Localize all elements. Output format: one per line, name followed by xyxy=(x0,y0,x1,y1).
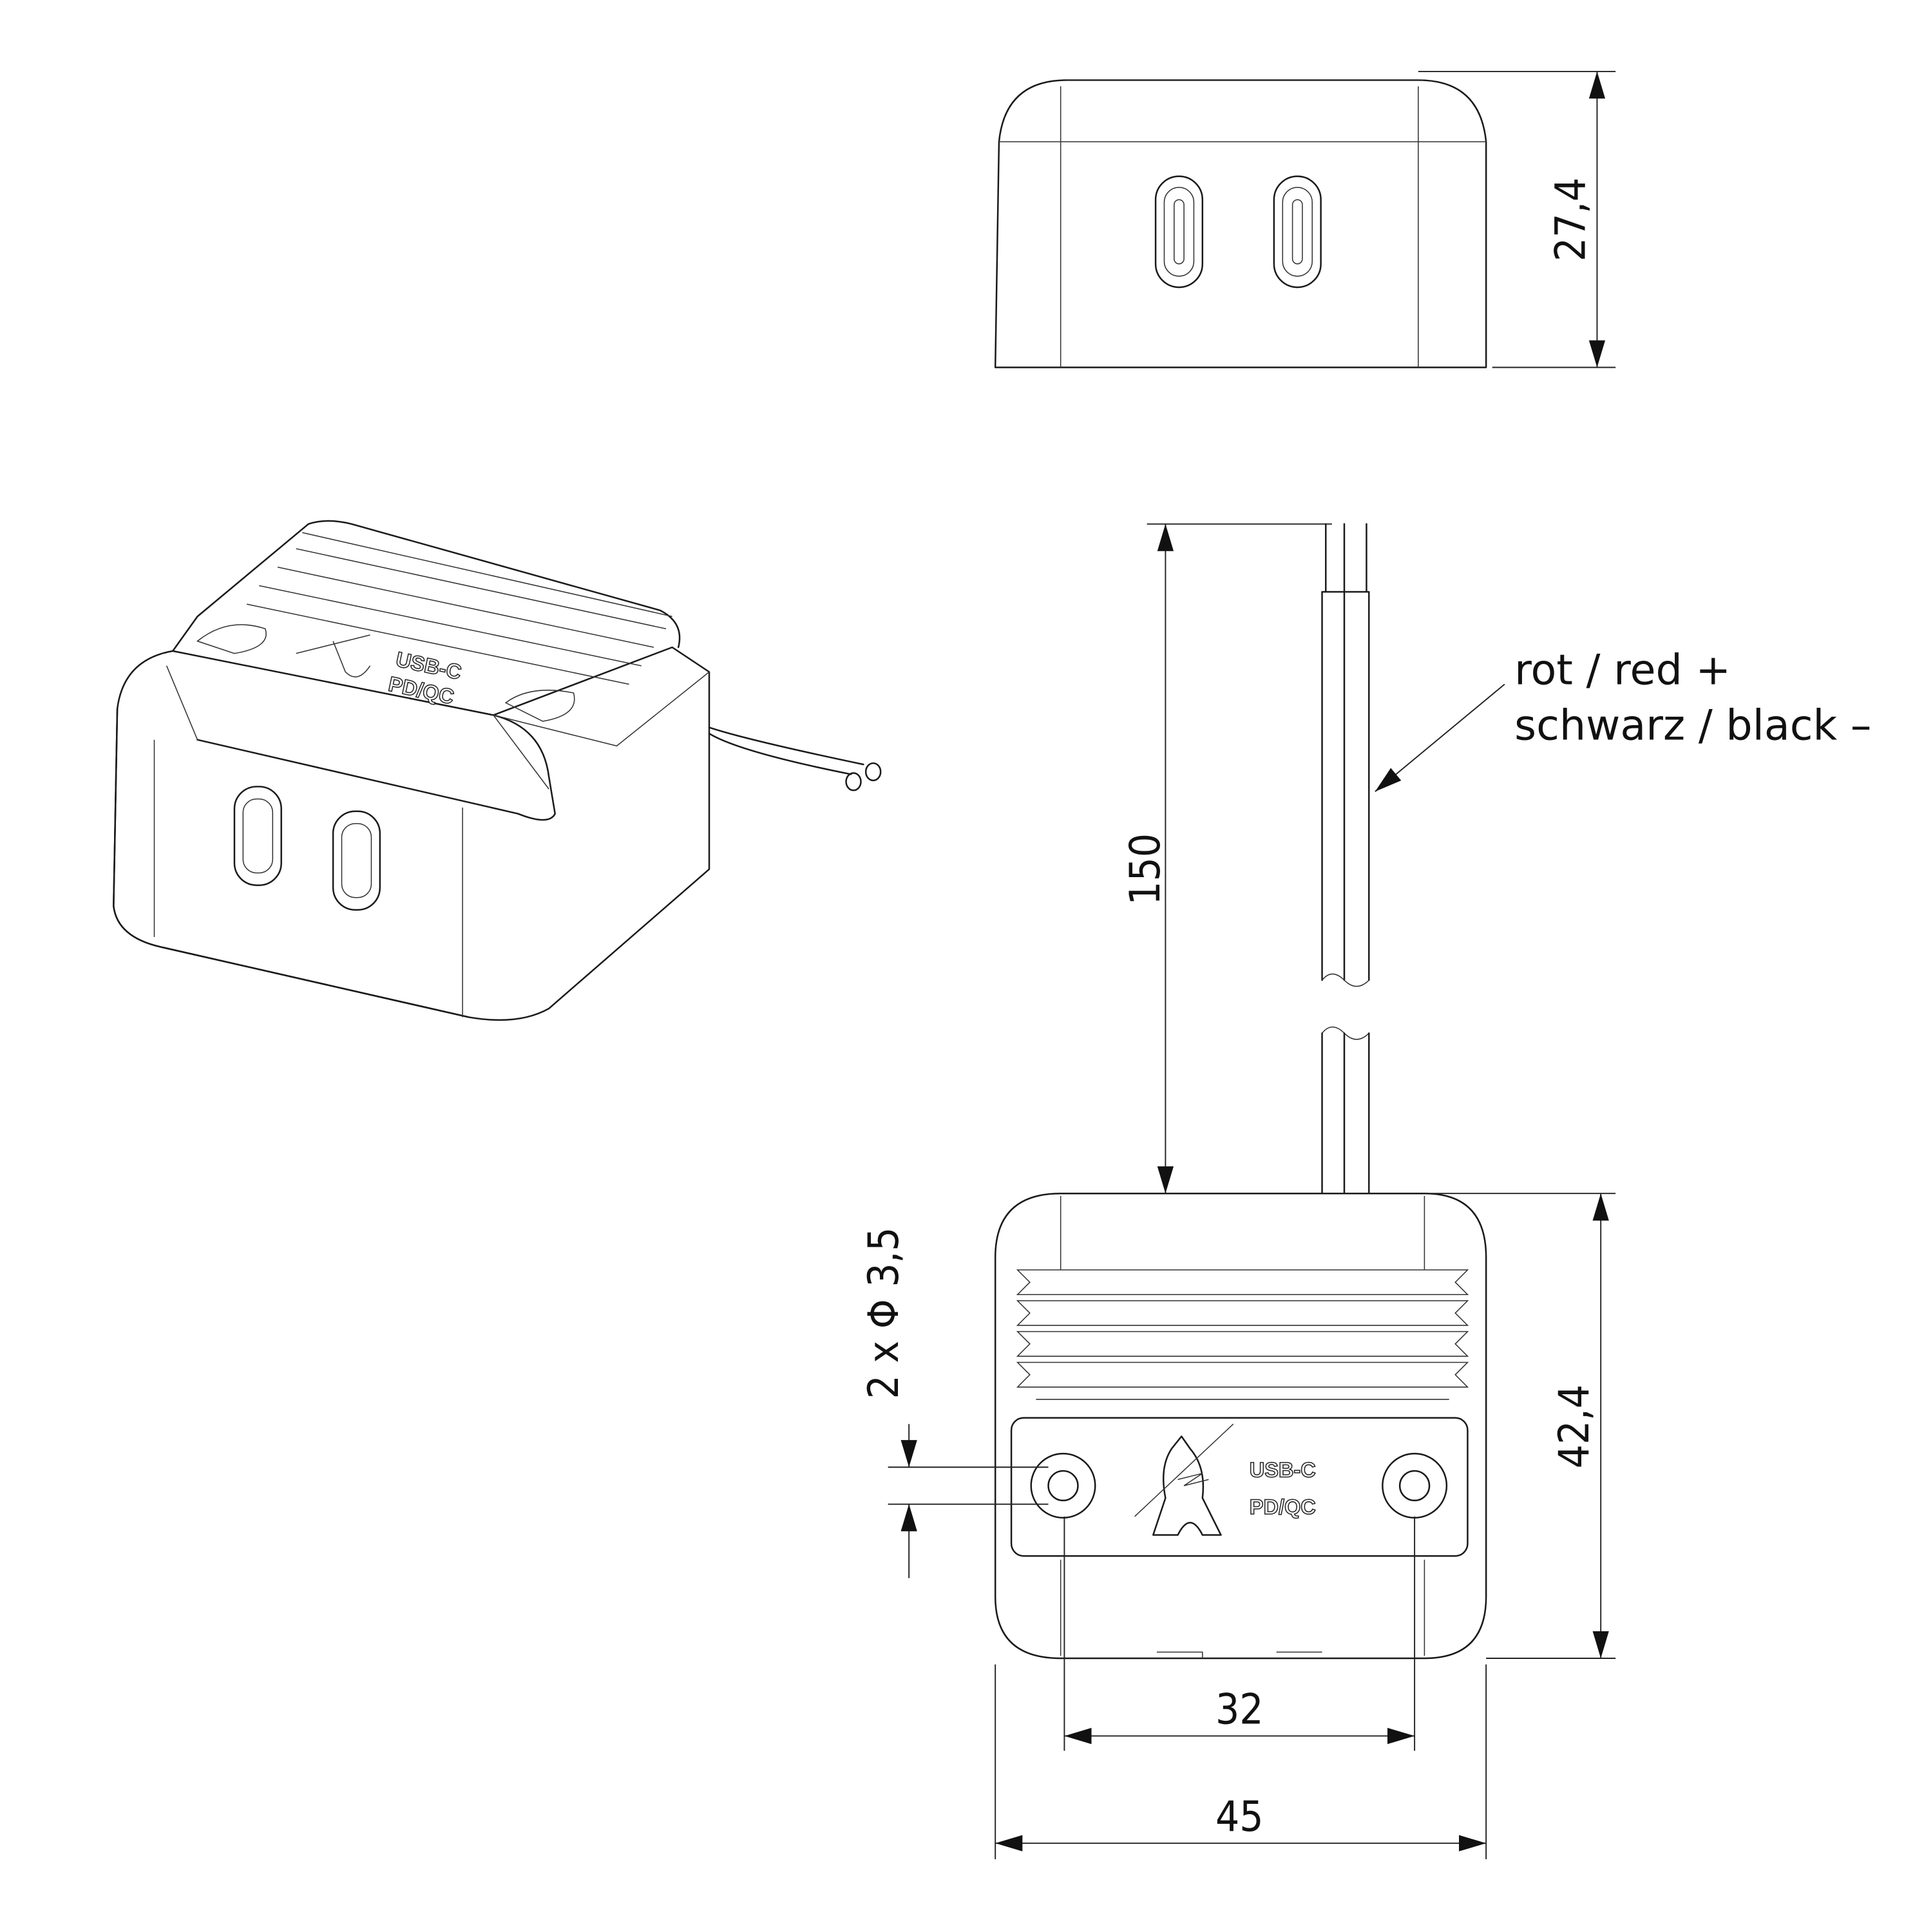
dimension-front-height: 27,4 xyxy=(1547,178,1595,261)
usb-c-port-icon xyxy=(1154,175,1204,289)
dimension-body-width: 45 xyxy=(1215,1793,1263,1841)
label-red-wire: rot / red + xyxy=(1514,647,1731,695)
dimension-body-depth: 42,4 xyxy=(1550,1385,1599,1468)
marking-pdqc: PD/QC xyxy=(1250,1495,1316,1519)
label-black-wire: schwarz / black – xyxy=(1514,702,1871,750)
usb-c-port-icon xyxy=(1273,175,1322,289)
dimension-hole-spacing: 32 xyxy=(1215,1685,1263,1734)
isometric-view: USB-C PD/QC xyxy=(113,520,882,1021)
cable: 150 rot / red + schwarz / black – xyxy=(1121,523,1871,1195)
bottom-view: USB-C PD/QC 42,4 32 45 2 x Φ 3,5 xyxy=(860,1192,1616,1860)
logo-icon xyxy=(1134,1423,1234,1536)
marking-usbc: USB-C xyxy=(1250,1459,1316,1482)
cooling-fins xyxy=(1016,1269,1469,1400)
dimension-cable-length: 150 xyxy=(1121,833,1170,905)
front-view: 27,4 xyxy=(994,71,1616,368)
mounting-hole-icon xyxy=(1382,1452,1448,1519)
dimension-hole-diameter: 2 x Φ 3,5 xyxy=(860,1227,908,1399)
mounting-hole-icon xyxy=(1030,1452,1096,1519)
